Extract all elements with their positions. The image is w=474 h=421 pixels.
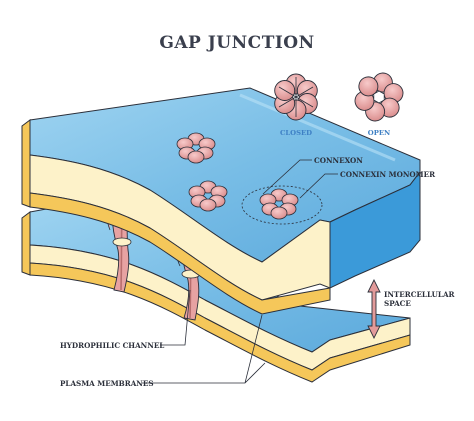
intercellular-space-label-line2: SPACE	[384, 299, 411, 308]
closed-label: CLOSED	[280, 129, 312, 137]
connexon-3	[241, 185, 323, 225]
upper-membrane	[21, 87, 421, 315]
connexon-1	[176, 132, 216, 164]
open-label: OPEN	[368, 129, 390, 137]
plasma-membranes-leader	[142, 314, 266, 384]
connexon-leader	[262, 159, 312, 195]
connexon-label: CONNEXON	[314, 156, 363, 165]
intercellular-space-arrow	[367, 278, 381, 340]
intercellular-space-label-line1: INTERCELLULAR	[384, 290, 456, 299]
plasma-membranes-label: PLASMA MEMBRANES	[60, 379, 154, 388]
open-pore	[373, 90, 385, 104]
hydrophilic-channel-label: HYDROPHILIC CHANNEL	[60, 341, 164, 350]
connexon-2	[188, 180, 228, 212]
page-title: GAP JUNCTION	[159, 33, 314, 53]
connexon-highlight-ring	[241, 185, 323, 225]
closed-connexon-top-view	[274, 73, 318, 121]
open-connexon-top-view	[354, 72, 404, 122]
connexin-monomer-label: CONNEXIN MONOMER	[340, 170, 436, 179]
connexin-monomer-leader	[299, 173, 338, 199]
hydrophilic-channel-leader	[160, 289, 191, 346]
